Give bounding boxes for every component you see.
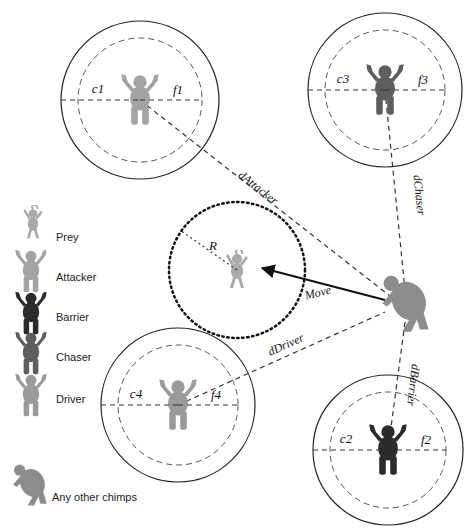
range-label: c3 [337, 71, 349, 87]
legend-label: Attacker [56, 271, 96, 283]
legend-icons [13, 205, 49, 505]
range-label: c4 [130, 386, 142, 402]
distance-label: dBarrier [403, 363, 423, 407]
circle-outline [167, 200, 307, 340]
other-chimp [382, 276, 432, 332]
distance-lines [140, 90, 405, 450]
range-label: f4 [211, 387, 221, 403]
radius-label: R [209, 238, 217, 254]
chimp-range-circle: c4 f4 [100, 327, 256, 483]
range-label: f1 [173, 82, 183, 98]
range-label: f2 [421, 432, 431, 448]
chimp-range-circle: c3 f3 [307, 12, 463, 168]
legend-label: Barrier [56, 311, 89, 323]
distance-label: dDriver [266, 330, 307, 359]
legend-label: Chaser [56, 351, 91, 363]
circle-outline [100, 327, 256, 483]
circle-outline [307, 12, 463, 168]
prey-range-circle: R [167, 200, 307, 340]
prey-monkey [226, 249, 248, 288]
range-label: c2 [340, 431, 352, 447]
move-label: Move [303, 282, 332, 303]
chimp-range-circle: c1 f1 [60, 20, 220, 180]
legend-label: Prey [56, 231, 79, 243]
legend-label: Any other chimps [52, 491, 137, 503]
range-label: c1 [92, 81, 104, 97]
circle-outline [60, 20, 220, 180]
range-label: f3 [418, 72, 428, 88]
distance-label: dChaser [409, 174, 428, 216]
legend-label: Driver [56, 393, 85, 405]
chimp-range-circle: c2 f2 [312, 374, 464, 526]
circle-outline [312, 374, 464, 526]
